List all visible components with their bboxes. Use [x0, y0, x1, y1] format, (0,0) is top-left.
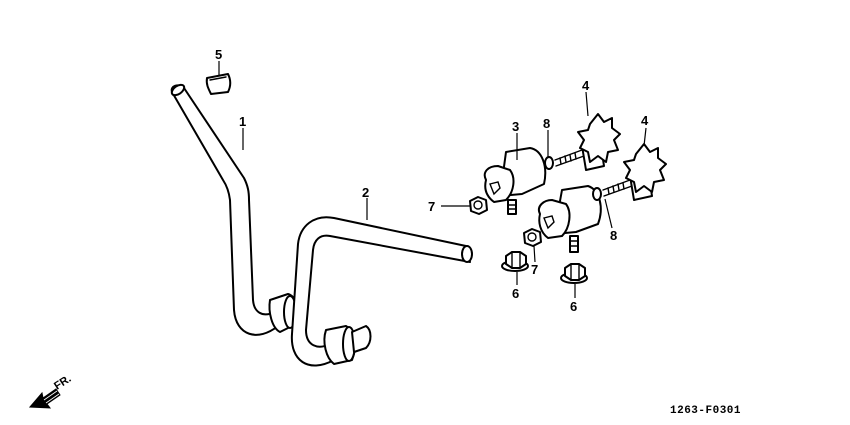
flange-nut-6-right — [560, 263, 588, 284]
callout-8a: 8 — [543, 116, 550, 131]
knob-bolt-4-lower — [602, 143, 667, 201]
callout-5: 5 — [215, 47, 222, 62]
callout-6a: 6 — [512, 286, 519, 301]
callout-3: 3 — [512, 119, 519, 134]
callout-4a: 4 — [582, 78, 590, 93]
nut-7-lower — [523, 228, 542, 247]
callout-8b: 8 — [610, 228, 617, 243]
washer-8-upper — [544, 156, 554, 170]
callout-7b: 7 — [531, 262, 538, 277]
callout-6b: 6 — [570, 299, 577, 314]
knob-bolt-4-upper — [554, 113, 621, 171]
callout-7a: 7 — [428, 199, 435, 214]
handle-pipe-1 — [170, 83, 299, 336]
callout-4b: 4 — [641, 113, 649, 128]
flange-nut-6-left — [501, 251, 529, 272]
holder-3-upper — [483, 147, 547, 215]
leader-lines — [218, 61, 647, 298]
callout-2: 2 — [362, 185, 369, 200]
washer-8-lower — [592, 187, 602, 201]
front-arrow-icon — [28, 388, 61, 409]
holder-3-lower — [538, 185, 602, 253]
nut-7-upper — [469, 196, 488, 215]
clip-5 — [205, 73, 232, 95]
handle-pipe-2 — [290, 216, 473, 367]
callout-1: 1 — [239, 114, 246, 129]
diagram-code: 1263-F0301 — [670, 405, 741, 417]
